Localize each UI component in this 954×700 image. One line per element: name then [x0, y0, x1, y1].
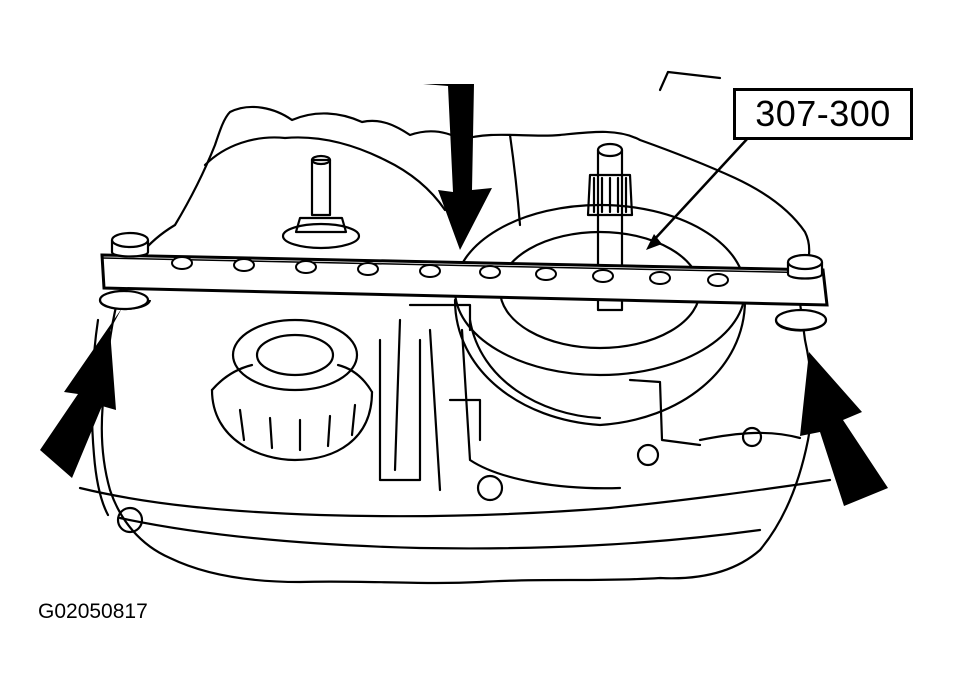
tool-hole [592, 269, 614, 283]
tool-hole [295, 260, 317, 274]
arrow-down-icon [423, 84, 492, 250]
tool-hole [649, 271, 671, 285]
case-right-ear [658, 70, 722, 92]
stud-and-nut [281, 154, 361, 250]
tool-hole [535, 267, 557, 281]
case-bolt [741, 426, 763, 448]
center-channel [378, 303, 702, 492]
arrow-up-icon [40, 308, 122, 478]
tool-hole [419, 264, 441, 278]
callout-leader [646, 137, 749, 250]
input-shaft [586, 142, 634, 312]
case-bolt [476, 474, 504, 502]
tool-hole [479, 265, 501, 279]
tool-hole [357, 262, 379, 276]
case-upper-flange [203, 136, 447, 212]
tool-hole [707, 273, 729, 287]
case-lower-lip [118, 516, 762, 550]
clutch-drum [453, 203, 747, 490]
tool-number-label: 307-300 [755, 93, 891, 134]
bearing-cup [210, 318, 374, 462]
case-bottom-seam [78, 478, 832, 518]
figure-id: G02050817 [38, 600, 148, 623]
case-bolt [636, 443, 660, 467]
case-top-detail [508, 133, 522, 227]
tool-number-callout: 307-300 [733, 88, 913, 140]
special-tool-bar [98, 231, 829, 332]
arrow-up-icon [800, 352, 888, 506]
tool-hole [233, 258, 255, 272]
tool-hole [171, 256, 193, 270]
case-bolt [116, 506, 144, 534]
case-right-rib [698, 431, 802, 442]
